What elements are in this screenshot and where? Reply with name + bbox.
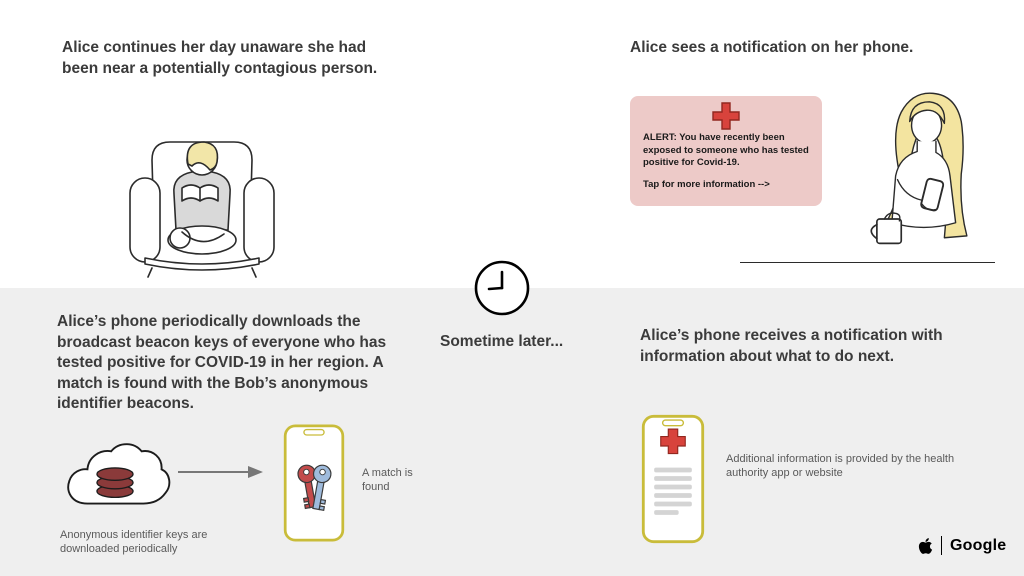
caption-phone-receives-notification: Alice’s phone receives a notification wi… bbox=[640, 327, 943, 365]
phone-icon bbox=[641, 414, 705, 544]
alert-tap-text: Tap for more information --> bbox=[643, 178, 770, 190]
cloud-database-icon bbox=[58, 432, 172, 525]
woman-phone-icon bbox=[870, 92, 968, 245]
caption-match-found: A match is found bbox=[362, 467, 413, 494]
arrow-right-icon bbox=[176, 462, 266, 487]
medical-cross-icon bbox=[711, 101, 741, 136]
illustration-phone-keys bbox=[282, 420, 346, 551]
key-blue-icon bbox=[312, 464, 332, 512]
phone-icon bbox=[283, 424, 345, 542]
table-line bbox=[740, 262, 995, 263]
caption-additional-info: Additional information is provided by th… bbox=[726, 453, 955, 480]
caption-phone-downloads-keys: Alice’s phone periodically downloads the… bbox=[57, 313, 387, 413]
illustration-alice-phone bbox=[845, 80, 995, 273]
google-logo-text: Google bbox=[950, 536, 1007, 554]
bottom-section-background bbox=[0, 288, 1024, 576]
key-red-icon bbox=[297, 464, 317, 510]
apple-logo-icon bbox=[918, 537, 933, 555]
brand-lockup: Google bbox=[918, 536, 1006, 555]
caption-sometime-later: Sometime later... bbox=[440, 333, 564, 350]
caption-anonymous-keys: Anonymous identifier keys are downloaded… bbox=[60, 529, 208, 556]
clock-icon bbox=[472, 258, 532, 323]
alert-notification-box: ALERT: You have recently been exposed to… bbox=[630, 96, 822, 206]
caption-alice-unaware: Alice continues her day unaware she had … bbox=[62, 39, 378, 77]
illustration-phone-info bbox=[640, 413, 706, 550]
medical-cross-icon bbox=[660, 428, 686, 455]
alert-text: ALERT: You have recently been exposed to… bbox=[643, 132, 809, 169]
caption-alice-notification: Alice sees a notification on her phone. bbox=[630, 39, 914, 56]
armchair-person-icon bbox=[129, 141, 275, 278]
illustration-alice-reading bbox=[112, 98, 292, 283]
logo-separator bbox=[941, 536, 942, 555]
